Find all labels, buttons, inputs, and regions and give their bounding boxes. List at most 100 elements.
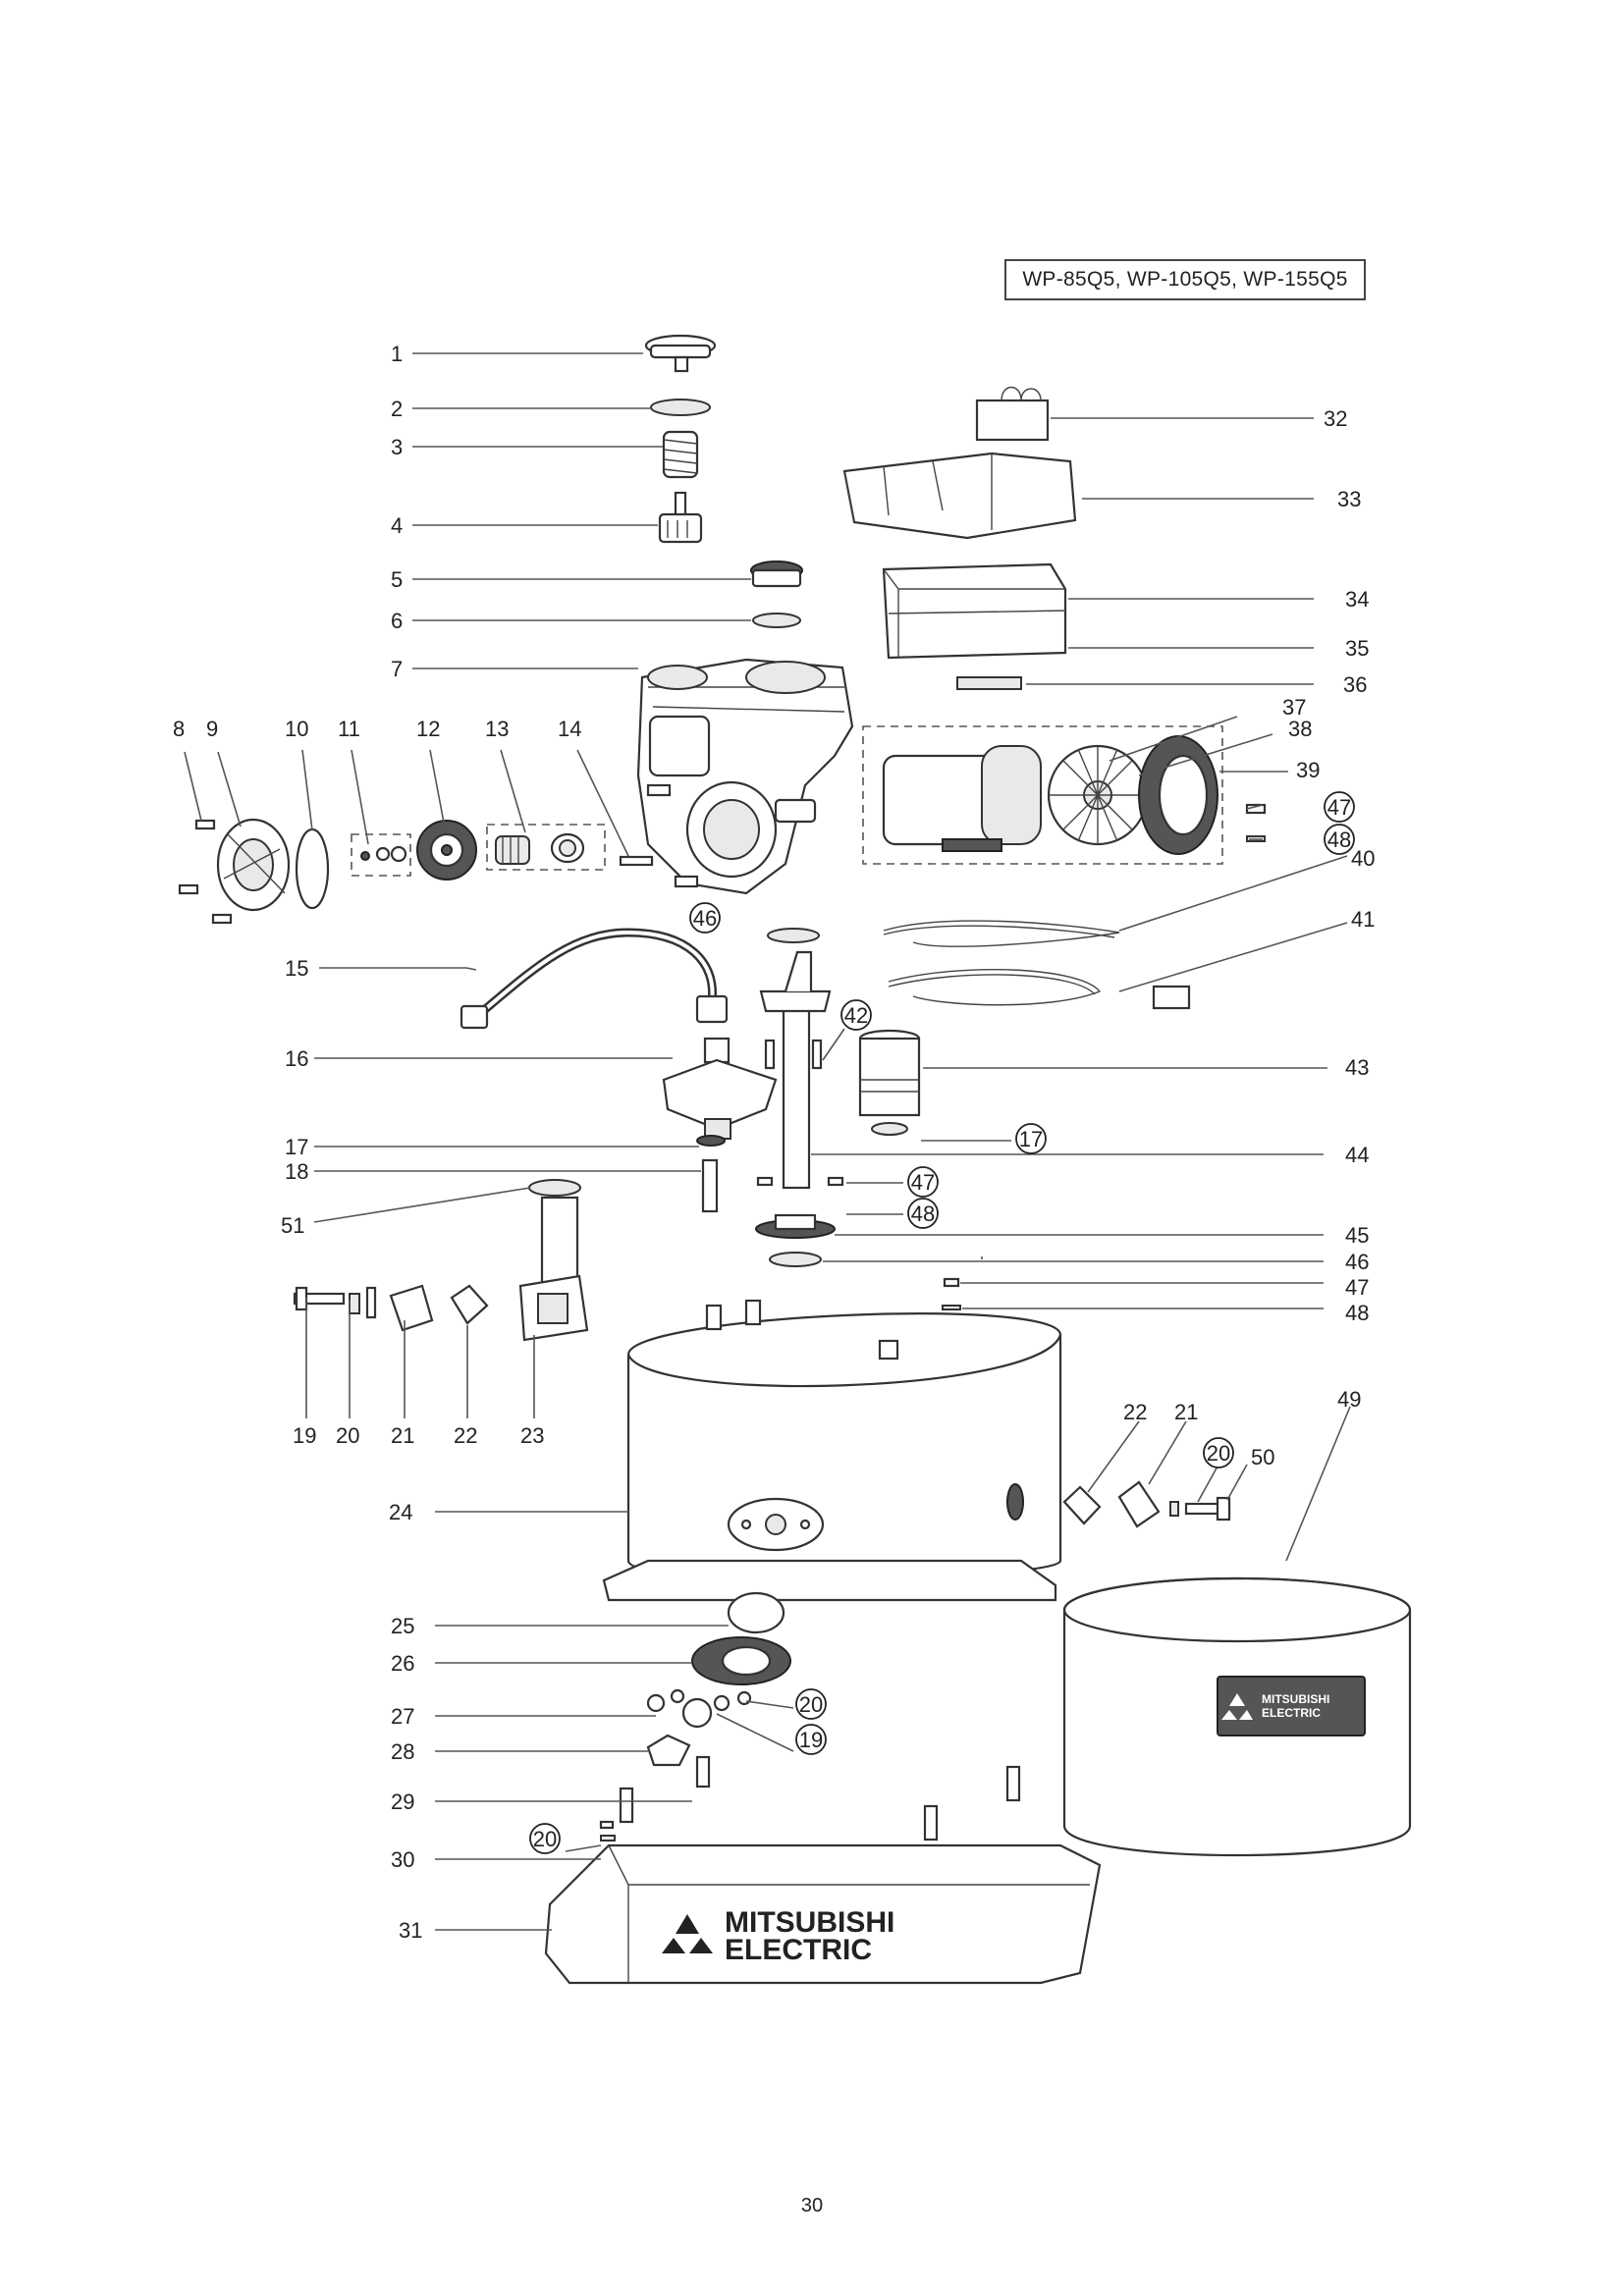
svg-text:48: 48 bbox=[911, 1201, 935, 1226]
part-51-o-ring bbox=[528, 1179, 581, 1197]
label-part-13: 13 bbox=[485, 717, 509, 741]
part-37-motor bbox=[882, 745, 1042, 852]
label-part-3: 3 bbox=[391, 435, 403, 459]
part-21-22-50-right-fittings bbox=[1062, 1480, 1231, 1528]
circled-callout-20-valve: 20 bbox=[795, 1688, 827, 1720]
label-part-8: 8 bbox=[173, 717, 185, 741]
part-26-flange-plate bbox=[691, 1636, 791, 1685]
model-number-box: WP-85Q5, WP-105Q5, WP-155Q5 bbox=[1004, 259, 1366, 300]
label-part-26: 26 bbox=[391, 1651, 414, 1676]
label-part-33: 33 bbox=[1337, 487, 1361, 511]
part-49-outer-cover: MITSUBISHI ELECTRIC bbox=[1062, 1576, 1412, 1857]
part-33-cover-tray bbox=[842, 452, 1077, 540]
circled-callout-47-pipe: 47 bbox=[907, 1166, 939, 1198]
label-part-17: 17 bbox=[285, 1135, 308, 1159]
part-47-nut-right bbox=[827, 1176, 844, 1187]
label-part-32: 32 bbox=[1324, 406, 1347, 431]
svg-text:48: 48 bbox=[1327, 828, 1351, 852]
label-part-39: 39 bbox=[1296, 758, 1320, 782]
part-30-washer bbox=[600, 1835, 616, 1842]
svg-text:20: 20 bbox=[533, 1827, 557, 1851]
label-part-22: 22 bbox=[454, 1423, 477, 1448]
label-part-34: 34 bbox=[1345, 587, 1369, 612]
svg-text:46: 46 bbox=[693, 906, 717, 931]
part-19-22-left-fittings bbox=[293, 1284, 489, 1332]
circled-callout-46: 46 bbox=[689, 902, 721, 934]
part-4-valve-stem bbox=[658, 491, 703, 544]
part-29-bolts bbox=[619, 1755, 1021, 1842]
label-part-20: 20 bbox=[336, 1423, 359, 1448]
circled-callout-17: 17 bbox=[1015, 1123, 1047, 1154]
circled-callout-20-base: 20 bbox=[529, 1823, 561, 1854]
circled-callout-19-valve: 19 bbox=[795, 1724, 827, 1755]
part-18-pin bbox=[701, 1158, 719, 1213]
label-part-28: 28 bbox=[391, 1739, 414, 1764]
part-40-lead-wire bbox=[883, 920, 1120, 947]
label-part-41: 41 bbox=[1351, 907, 1375, 932]
cover-brand-line2: ELECTRIC bbox=[1262, 1706, 1321, 1720]
label-part-24: 24 bbox=[389, 1500, 412, 1524]
part-43-accumulator bbox=[858, 1029, 921, 1136]
svg-text:20: 20 bbox=[1207, 1441, 1230, 1466]
label-part-43: 43 bbox=[1345, 1055, 1369, 1080]
part-15-hose bbox=[460, 928, 729, 1030]
label-part-29: 29 bbox=[391, 1789, 414, 1814]
label-part-2: 2 bbox=[391, 397, 403, 421]
part-1-valve-cap bbox=[644, 334, 717, 373]
motor-assembly-box bbox=[862, 725, 1223, 865]
label-part-7: 7 bbox=[391, 657, 403, 681]
part-36-filter bbox=[956, 676, 1022, 690]
label-part-44: 44 bbox=[1345, 1143, 1369, 1167]
label-part-37: 37 bbox=[1282, 695, 1306, 720]
part-24-tank bbox=[602, 1299, 1062, 1602]
label-part-25: 25 bbox=[391, 1614, 414, 1638]
part-17-o-ring bbox=[696, 1135, 726, 1147]
page-number: 30 bbox=[800, 2195, 824, 2216]
svg-text:20: 20 bbox=[799, 1692, 823, 1717]
part-46-o-ring-top bbox=[767, 928, 820, 943]
leader-lines bbox=[184, 352, 1351, 1931]
label-part-6: 6 bbox=[391, 609, 403, 633]
label-part-5: 5 bbox=[391, 567, 403, 592]
part-48-washer-side bbox=[942, 1305, 961, 1310]
label-part-45: 45 bbox=[1345, 1223, 1369, 1248]
part-47-nut-side bbox=[943, 1277, 960, 1288]
part-28-valve-cover bbox=[646, 1734, 691, 1767]
part-2-washer bbox=[650, 399, 711, 416]
base-brand-line1: MITSUBISHI bbox=[725, 1906, 894, 1939]
label-part-11: 11 bbox=[338, 717, 360, 741]
part-47-nut-left bbox=[756, 1176, 774, 1187]
label-part-10: 10 bbox=[285, 717, 308, 741]
part-number-labels: 1 2 3 4 5 6 7 8 9 10 11 12 13 14 15 16 1… bbox=[173, 342, 1375, 1943]
svg-text:47: 47 bbox=[911, 1170, 935, 1195]
label-part-30: 30 bbox=[391, 1847, 414, 1872]
part-9-flange-cover bbox=[216, 818, 291, 912]
part-38-fan bbox=[1047, 744, 1149, 846]
label-part-36: 36 bbox=[1343, 672, 1367, 697]
label-part-48: 48 bbox=[1345, 1301, 1369, 1325]
part-20-small-nut bbox=[599, 1820, 615, 1830]
part-46-o-ring bbox=[769, 1252, 822, 1267]
label-part-51: 51 bbox=[281, 1213, 304, 1238]
label-part-47: 47 bbox=[1345, 1275, 1369, 1300]
base-brand-line2: ELECTRIC bbox=[725, 1934, 872, 1966]
label-part-16: 16 bbox=[285, 1046, 308, 1071]
svg-text:19: 19 bbox=[799, 1728, 823, 1752]
label-part-21: 21 bbox=[391, 1423, 414, 1448]
part-8-screws bbox=[178, 819, 233, 925]
circled-callout-20-right: 20 bbox=[1203, 1437, 1234, 1468]
part-41-power-cord bbox=[888, 968, 1191, 1010]
label-part-38: 38 bbox=[1288, 717, 1312, 741]
label-part-12: 12 bbox=[416, 717, 440, 741]
label-part-18: 18 bbox=[285, 1159, 308, 1184]
circled-callout-42: 42 bbox=[840, 999, 872, 1031]
part-44-pipe bbox=[759, 950, 832, 1190]
part-7-pump-casing bbox=[636, 658, 854, 895]
part-27-check-valve-parts bbox=[646, 1688, 752, 1729]
label-part-4: 4 bbox=[391, 513, 403, 538]
label-part-35: 35 bbox=[1345, 636, 1369, 661]
label-part-9: 9 bbox=[206, 717, 218, 741]
part-45-flange bbox=[755, 1213, 836, 1239]
